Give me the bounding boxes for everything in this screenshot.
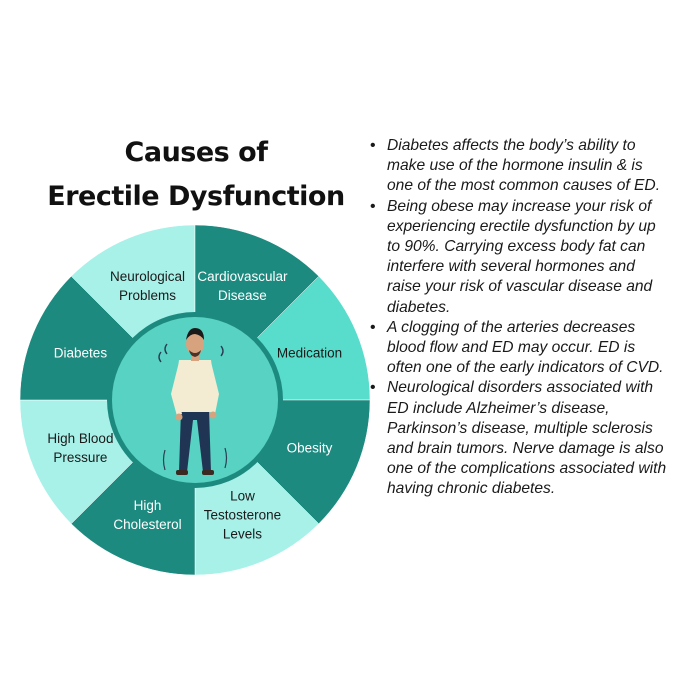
segment-label-line: Pressure — [53, 450, 107, 465]
segment-label-line: Cholesterol — [113, 517, 181, 532]
segment-label-line: Low — [230, 489, 255, 504]
segment-label-obesity: Obesity — [287, 440, 333, 455]
segment-label-line: Cardiovascular — [197, 269, 288, 284]
segment-label-line: High — [134, 498, 162, 513]
bullet-neurological: Neurological disorders associated with E… — [370, 378, 670, 499]
bullet-obesity: Being obese may increase your risk of ex… — [370, 197, 670, 318]
title-line-2: Erectile Dysfunction — [47, 181, 345, 212]
segment-label-line: Levels — [223, 527, 262, 542]
bullet-diabetes: Diabetes affects the body’s ability to m… — [370, 136, 670, 197]
bullet-cardiovascular: A clogging of the arteries decreases blo… — [370, 318, 670, 379]
segment-label-diabetes: Diabetes — [54, 346, 108, 361]
segment-label-line: Diabetes — [54, 346, 108, 361]
page-title: Causes of Erectile Dysfunction — [40, 131, 352, 219]
segment-label-line: Testosterone — [204, 508, 281, 523]
causes-bullet-list: Diabetes affects the body’s ability to m… — [370, 136, 670, 500]
standing-man-icon — [158, 328, 228, 475]
segment-label-medication: Medication — [277, 346, 342, 361]
segment-label-line: Disease — [218, 288, 267, 303]
segment-label-line: Obesity — [287, 440, 333, 455]
segment-label-line: High Blood — [47, 431, 113, 446]
segment-label-line: Problems — [119, 288, 176, 303]
segment-label-line: Medication — [277, 346, 342, 361]
title-line-1: Causes of — [124, 137, 268, 168]
segment-label-line: Neurological — [110, 269, 185, 284]
